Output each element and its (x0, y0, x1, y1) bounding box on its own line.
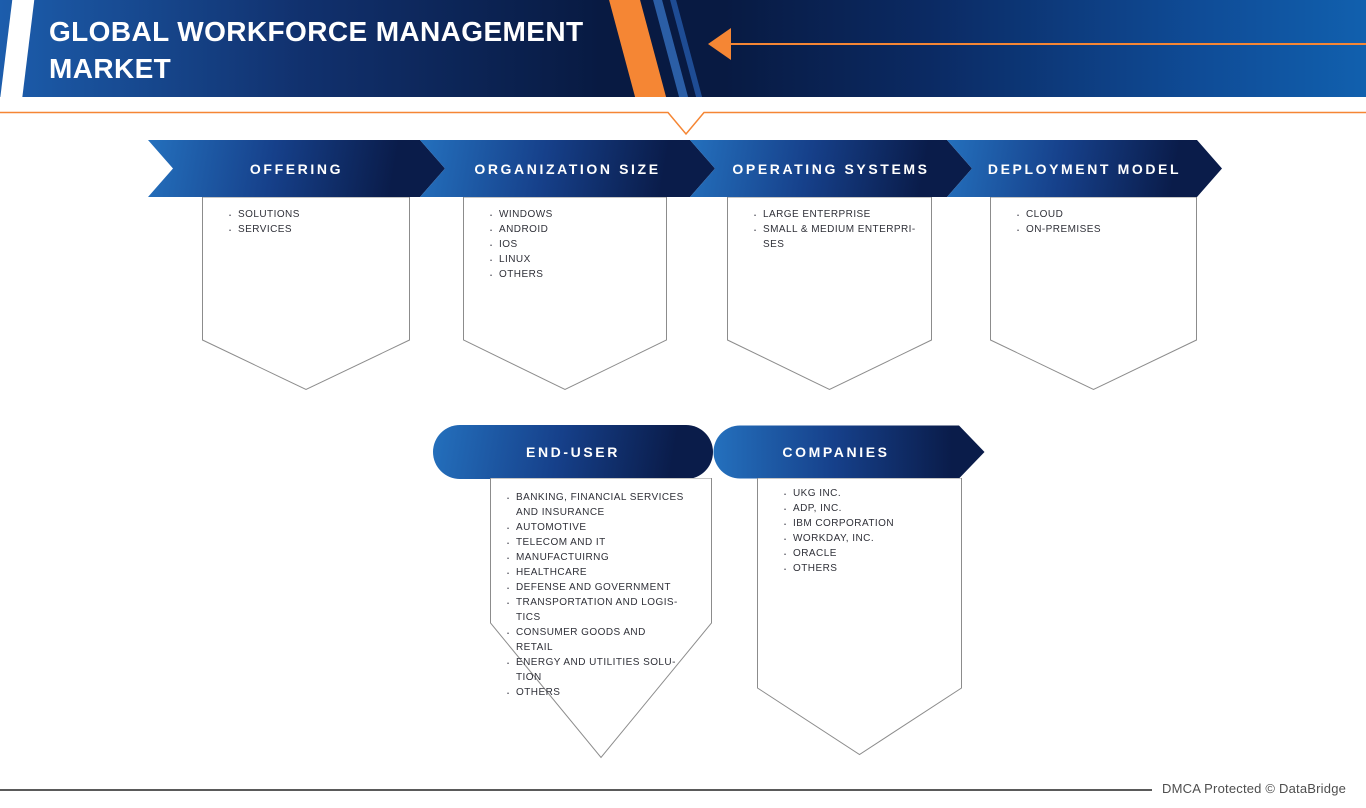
bullet-icon: · (227, 207, 233, 222)
list-item: ·OTHERS (777, 561, 954, 576)
bullet-icon: · (782, 546, 788, 561)
segment-list-end-user: ·BANKING, FINANCIAL SERVICES AND INSURAN… (490, 490, 712, 700)
bullet-icon: · (488, 222, 494, 237)
separator-line-with-notch (0, 111, 1366, 136)
segment-banner-organization-size: ORGANIZATION SIZE (420, 140, 715, 197)
list-item: ·TELECOM AND IT (500, 535, 700, 550)
segment-panel-operating-systems (727, 197, 932, 391)
segment-list-operating-systems: ·LARGE ENTERPRISE ·SMALL & MEDIUM ENTERP… (727, 207, 932, 252)
bullet-icon: · (752, 207, 758, 222)
bullet-icon: · (505, 580, 511, 595)
segment-label-operating-systems: OPERATING SYSTEMS (732, 160, 930, 177)
bullet-icon: · (488, 207, 494, 222)
footer-watermark: DMCA Protected © DataBridge (1162, 781, 1347, 796)
arrow-line-decoration (730, 43, 1366, 45)
segment-label-companies-wrap: COMPANIES (713, 425, 959, 479)
list-item: ·UKG INC. (777, 486, 954, 501)
list-item: ·WINDOWS (483, 207, 659, 222)
list-item: ·IBM CORPORATION (777, 516, 954, 531)
segment-banner-end-user: END-USER (433, 425, 713, 479)
page-title: GLOBAL WORKFORCE MANAGEMENT MARKET (49, 13, 583, 87)
bullet-icon: · (782, 516, 788, 531)
bullet-icon: · (782, 501, 788, 516)
bullet-icon: · (782, 561, 788, 576)
list-item: ·HEALTHCARE (500, 565, 700, 580)
segment-banner-offering: OFFERING (148, 140, 445, 197)
list-item: ·WORKDAY, INC. (777, 531, 954, 546)
bullet-icon: · (488, 267, 494, 282)
segment-panel-end-user (490, 478, 712, 759)
list-item: ·BANKING, FINANCIAL SERVICES AND INSURAN… (500, 490, 700, 520)
bullet-icon: · (488, 252, 494, 267)
segment-label-end-user: END-USER (526, 444, 620, 460)
list-item: ·IOS (483, 237, 659, 252)
list-item: ·ON-PREMISES (1010, 222, 1189, 237)
segment-panel-deployment-model (990, 197, 1197, 391)
segment-panel-organization-size (463, 197, 667, 391)
list-item: ·ANDROID (483, 222, 659, 237)
bullet-icon: · (782, 531, 788, 546)
list-item: ·OTHERS (500, 685, 700, 700)
left-arrow-icon (708, 28, 731, 60)
list-item: ·TRANSPORTATION AND LOGIS- TICS (500, 595, 700, 625)
list-item: ·OTHERS (483, 267, 659, 282)
list-item: ·SOLUTIONS (222, 207, 402, 222)
list-item: ·SMALL & MEDIUM ENTERPRI- SES (747, 222, 924, 252)
bullet-icon: · (505, 490, 511, 505)
segment-label-companies: COMPANIES (782, 444, 890, 460)
segment-banner-operating-systems: OPERATING SYSTEMS (690, 140, 972, 197)
segment-banner-deployment-model: DEPLOYMENT MODEL (947, 140, 1222, 197)
bullet-icon: · (505, 625, 511, 640)
segment-label-offering: OFFERING (249, 160, 344, 177)
list-item: ·ENERGY AND UTILITIES SOLU- TION (500, 655, 700, 685)
bullet-icon: · (227, 222, 233, 237)
page-title-line1: GLOBAL WORKFORCE MANAGEMENT (49, 16, 584, 47)
page-title-line2: MARKET (49, 53, 172, 84)
list-item: ·ORACLE (777, 546, 954, 561)
segment-list-offering: ·SOLUTIONS ·SERVICES (202, 207, 410, 237)
segment-list-deployment-model: ·CLOUD ·ON-PREMISES (990, 207, 1197, 237)
footer-line (0, 789, 1152, 791)
bullet-icon: · (752, 222, 758, 237)
list-item: ·DEFENSE AND GOVERNMENT (500, 580, 700, 595)
list-item: ·SERVICES (222, 222, 402, 237)
list-item: ·LARGE ENTERPRISE (747, 207, 924, 222)
segment-label-organization-size: ORGANIZATION SIZE (474, 160, 661, 177)
bullet-icon: · (505, 655, 511, 670)
bullet-icon: · (505, 535, 511, 550)
bullet-icon: · (488, 237, 494, 252)
bullet-icon: · (1015, 222, 1021, 237)
list-item: ·CONSUMER GOODS AND RETAIL (500, 625, 700, 655)
bullet-icon: · (505, 520, 511, 535)
segment-banner-companies (713, 425, 985, 479)
bullet-icon: · (782, 486, 788, 501)
segment-panel-companies (757, 478, 962, 756)
segment-list-organization-size: ·WINDOWS ·ANDROID ·IOS ·LINUX ·OTHERS (463, 207, 667, 282)
bullet-icon: · (505, 595, 511, 610)
list-item: ·AUTOMOTIVE (500, 520, 700, 535)
header-banner: GLOBAL WORKFORCE MANAGEMENT MARKET (0, 0, 1366, 97)
header-white-diagonal-stripe (0, 0, 35, 97)
list-item: ·LINUX (483, 252, 659, 267)
list-item: ·CLOUD (1010, 207, 1189, 222)
bullet-icon: · (505, 550, 511, 565)
list-item: ·MANUFACTUIRNG (500, 550, 700, 565)
segment-panel-offering (202, 197, 410, 391)
segment-list-companies: ·UKG INC. ·ADP, INC. ·IBM CORPORATION ·W… (757, 486, 962, 576)
segment-label-deployment-model: DEPLOYMENT MODEL (987, 160, 1182, 177)
bullet-icon: · (505, 685, 511, 700)
bullet-icon: · (1015, 207, 1021, 222)
list-item: ·ADP, INC. (777, 501, 954, 516)
bullet-icon: · (505, 565, 511, 580)
